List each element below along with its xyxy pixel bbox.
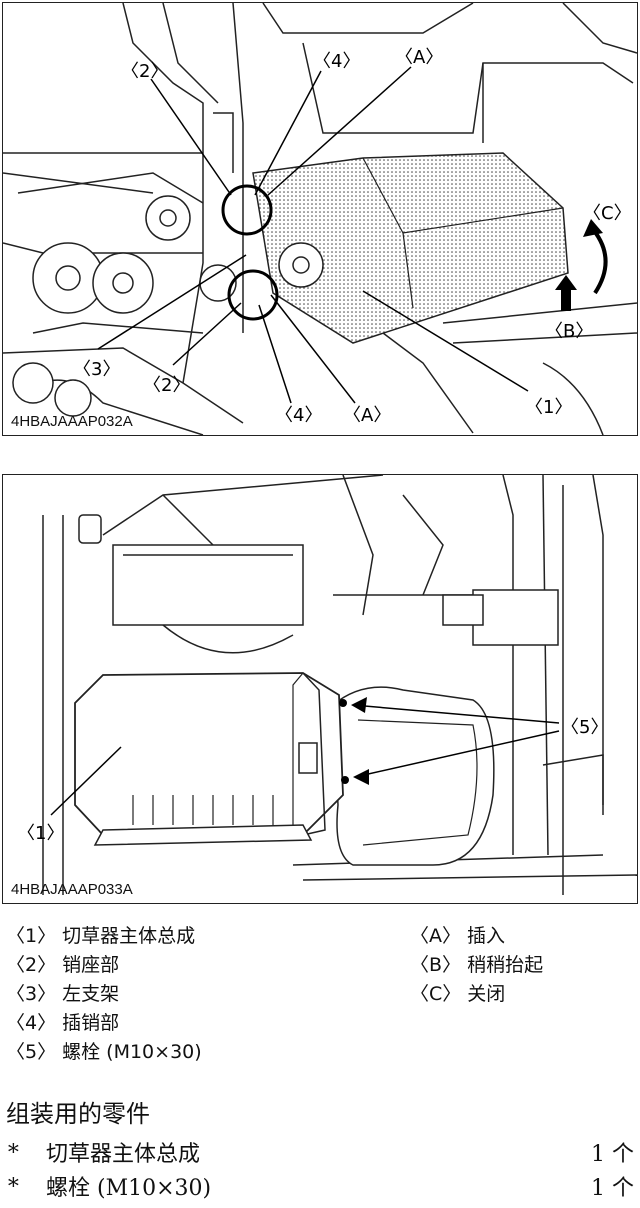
pin-seat-lower-circle (227, 269, 279, 321)
legend-item: 〈A〉 插入 (410, 925, 506, 947)
legend-item: 〈4〉 插销部 (6, 1012, 120, 1034)
bullet-star-icon: ∗ (6, 1170, 21, 1195)
figure-2: 〈5〉 〈1〉 4HBAJAAAP033A (2, 474, 638, 904)
callout-1: 〈1〉 (525, 397, 572, 418)
tank (332, 686, 495, 866)
legend-item: 〈2〉 销座部 (6, 954, 120, 976)
parts-item: ∗ 螺栓 (M10×30) 1 个 (6, 1170, 634, 1204)
pulleys (12, 195, 237, 417)
callout-2-top: 〈2〉 (121, 61, 168, 82)
parts-item: ∗ 切草器主体总成 1 个 (6, 1136, 634, 1170)
pin-seat-upper-circle (221, 184, 273, 236)
figure-1-code: 4HBAJAAAP032A (11, 413, 133, 430)
figure-2-drawing: 〈5〉 〈1〉 (17, 475, 637, 895)
machine-frame-2 (42, 475, 637, 895)
legend-left: 〈1〉 切草器主体总成 〈2〉 销座部 〈3〉 左支架 〈4〉 插销部 〈5〉 … (6, 922, 202, 1067)
lift-arrow (561, 287, 571, 311)
parts-title: 组装用的零件 (6, 1100, 150, 1128)
callout-2-bottom: 〈2〉 (143, 375, 190, 396)
part-name: 螺栓 (M10×30) (46, 1176, 212, 1201)
legend-item: 〈1〉 切草器主体总成 (6, 925, 196, 947)
legend-item: 〈5〉 螺栓 (M10×30) (6, 1041, 202, 1063)
bullet-star-icon: ∗ (6, 1136, 21, 1161)
machine-frame (3, 3, 637, 435)
part-name: 切草器主体总成 (46, 1142, 201, 1167)
legend-right: 〈A〉 插入 〈B〉 稍稍抬起 〈C〉 关闭 (410, 922, 543, 1009)
callout-3: 〈3〉 (73, 359, 120, 380)
part-qty: 1 个 (591, 1142, 634, 1167)
callout-5: 〈5〉 (561, 717, 608, 738)
legend-item: 〈3〉 左支架 (6, 983, 120, 1005)
callout-a-bottom: 〈A〉 (343, 405, 391, 426)
callout-4-top: 〈4〉 (313, 51, 360, 72)
bolt-upper (339, 699, 347, 707)
close-arrow (589, 225, 608, 295)
beacon (78, 514, 102, 544)
callout-4-bottom: 〈4〉 (275, 405, 322, 426)
bolt-lower (341, 776, 349, 784)
parts-list: ∗ 切草器主体总成 1 个 ∗ 螺栓 (M10×30) 1 个 (6, 1136, 634, 1204)
leader-lines-2 (50, 704, 560, 816)
legend-item: 〈B〉 稍稍抬起 (410, 954, 544, 976)
figure-2-code: 4HBAJAAAP033A (11, 881, 133, 898)
leader-lines (97, 66, 529, 404)
figure-1: 〈2〉 〈4〉 〈A〉 〈C〉 〈B〉 〈1〉 〈A〉 〈4〉 〈2〉 〈3〉 … (2, 2, 638, 436)
callout-b: 〈B〉 (545, 321, 593, 342)
callout-1-fig2: 〈1〉 (17, 823, 64, 844)
callout-a-top: 〈A〉 (395, 47, 443, 68)
part-qty: 1 个 (591, 1176, 634, 1201)
figure-1-drawing: 〈2〉 〈4〉 〈A〉 〈C〉 〈B〉 〈1〉 〈A〉 〈4〉 〈2〉 〈3〉 (3, 3, 637, 435)
cutter-body (252, 152, 569, 344)
cutter-blades (132, 795, 274, 825)
legend-item: 〈C〉 关闭 (410, 983, 506, 1005)
callout-c: 〈C〉 (583, 203, 632, 224)
cutter-body-2 (74, 672, 344, 836)
